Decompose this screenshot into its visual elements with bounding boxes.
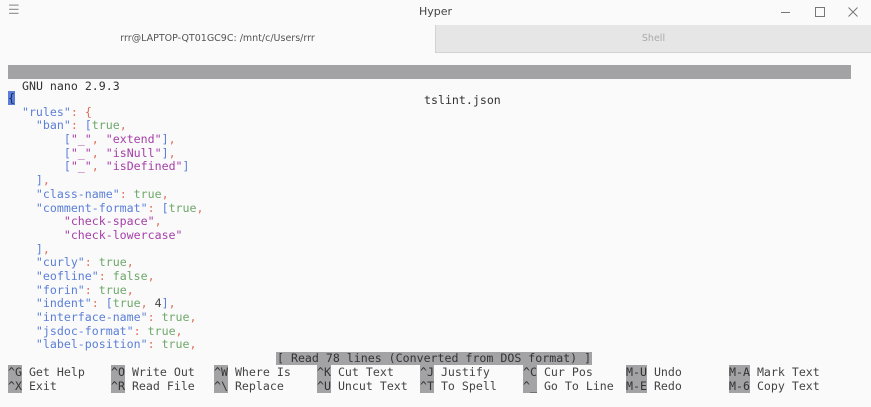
shortcut-key: M-E: [626, 379, 647, 393]
code-line: ["_", "extend"],: [63, 132, 176, 147]
hamburger-menu-icon[interactable]: ☰: [8, 3, 20, 18]
shortcut-label: Get Help: [28, 365, 85, 379]
code-line: {: [8, 91, 203, 106]
shortcut-key: ^C: [523, 365, 537, 379]
code-line: "comment-format": [true,: [35, 200, 204, 215]
text-cursor: {: [8, 91, 15, 105]
code-line: ["_", "isNull"],: [63, 145, 176, 160]
editor-content[interactable]: { "rules": { "ban": [true, ["_", "extend…: [8, 91, 204, 352]
code-line: "class-name": true,: [35, 186, 169, 201]
shortcut-key: ^W: [214, 365, 228, 379]
shortcut-label: Redo: [653, 379, 682, 393]
shortcut-undo[interactable]: M-U Undo: [626, 365, 682, 380]
code-line: ["_", "isDefined"]: [63, 159, 190, 174]
file-name: tslint.json: [424, 93, 501, 107]
shortcut-key: M-A: [729, 365, 750, 379]
shortcut-copy-text[interactable]: M-6 Copy Text: [729, 379, 820, 394]
shortcut-key: ^X: [8, 379, 22, 393]
shortcut-get-help[interactable]: ^G Get Help: [8, 365, 85, 380]
nano-version: GNU nano 2.9.3: [22, 79, 120, 93]
tab-bar: rrr@LAPTOP-QT01GC9C: /mnt/c/Users/rrr Sh…: [0, 25, 871, 53]
code-line: "forin": true,: [35, 282, 134, 297]
shortcut-redo[interactable]: M-E Redo: [626, 379, 682, 394]
shortcut-key: ^T: [420, 379, 434, 393]
shortcut-key: ^U: [317, 379, 331, 393]
close-icon: [848, 7, 858, 17]
code-line: "jsdoc-format": true,: [35, 323, 183, 338]
shortcut-write-out[interactable]: ^O Write Out: [111, 365, 195, 380]
shortcut-key: ^R: [111, 379, 125, 393]
code-line: ],: [35, 173, 50, 188]
shortcut-label: Go To Line: [543, 379, 614, 393]
minimize-button[interactable]: [770, 0, 800, 24]
code-line: "ban": [true,: [35, 118, 127, 133]
code-line: "check-space",: [63, 214, 162, 229]
shortcut-cur-pos[interactable]: ^C Cur Pos: [523, 365, 593, 380]
minimize-icon: [780, 11, 790, 13]
shortcut-label: Read File: [131, 379, 195, 393]
app-title: Hyper: [418, 5, 453, 18]
shortcut-key: ^_: [523, 379, 537, 393]
shortcut-label: Exit: [28, 379, 57, 393]
code-line: "rules": {: [21, 104, 92, 119]
shortcut-replace[interactable]: ^\ Replace: [214, 379, 284, 394]
status-message: [ Read 78 lines (Converted from DOS form…: [276, 351, 593, 365]
shortcut-key: ^G: [8, 365, 22, 379]
shortcut-label: Justify: [440, 365, 490, 379]
shortcut-key: M-U: [626, 365, 647, 379]
code-line: "curly": true,: [35, 255, 134, 270]
shortcut-cut-text[interactable]: ^K Cut Text: [317, 365, 394, 380]
shortcut-label: Undo: [653, 365, 682, 379]
code-line: ],: [35, 241, 50, 256]
shortcut-label: To Spell: [440, 379, 497, 393]
shortcut-label: Replace: [234, 379, 284, 393]
shortcut-label: Mark Text: [756, 365, 820, 379]
shortcut-to-spell[interactable]: ^T To Spell: [420, 379, 497, 394]
code-line: "label-position": true,: [35, 337, 197, 352]
shortcut-label: Cut Text: [337, 365, 394, 379]
shortcut-exit[interactable]: ^X Exit: [8, 379, 57, 394]
code-line: "check-lowercase": [63, 227, 183, 242]
code-line: "indent": [true, 4],: [35, 296, 176, 311]
tab-shell[interactable]: Shell: [435, 25, 871, 53]
shortcut-uncut-text[interactable]: ^U Uncut Text: [317, 379, 408, 394]
shortcut-label: Write Out: [131, 365, 195, 379]
shortcut-go-to-line[interactable]: ^_ Go To Line: [523, 379, 614, 394]
maximize-button[interactable]: [805, 0, 835, 24]
nano-header-bar: GNU nano 2.9.3 tslint.json: [8, 65, 851, 107]
shortcut-label: Cur Pos: [543, 365, 593, 379]
shortcut-key: M-6: [729, 379, 750, 393]
close-button[interactable]: [838, 0, 868, 24]
shortcut-mark-text[interactable]: M-A Mark Text: [729, 365, 820, 380]
shortcut-label: Uncut Text: [337, 379, 408, 393]
tab-terminal-session[interactable]: rrr@LAPTOP-QT01GC9C: /mnt/c/Users/rrr: [0, 25, 435, 53]
shortcut-label: Copy Text: [756, 379, 820, 393]
shortcut-key: ^K: [317, 365, 331, 379]
shortcut-key: ^\: [214, 379, 228, 393]
shortcut-label: Where Is: [234, 365, 291, 379]
code-line: "eofline": false,: [35, 268, 155, 283]
title-bar: ☰ Hyper: [0, 0, 871, 25]
terminal-area[interactable]: GNU nano 2.9.3 tslint.json { "rules": { …: [0, 54, 871, 407]
shortcut-read-file[interactable]: ^R Read File: [111, 379, 195, 394]
shortcut-justify[interactable]: ^J Justify: [420, 365, 490, 380]
shortcut-where-is[interactable]: ^W Where Is: [214, 365, 291, 380]
code-line: "interface-name": true,: [35, 310, 197, 324]
shortcut-key: ^J: [420, 365, 434, 379]
maximize-icon: [815, 7, 825, 17]
shortcut-key: ^O: [111, 365, 125, 379]
